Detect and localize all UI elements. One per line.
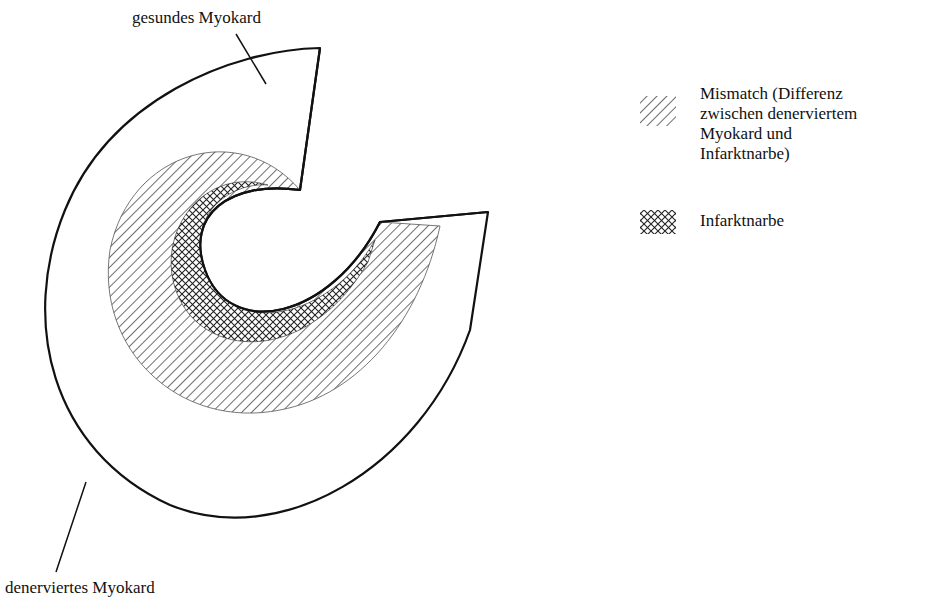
legend-entry: Mismatch (Differenz zwischen denervierte…: [700, 84, 880, 164]
leader-line: [236, 34, 266, 84]
leader-line: [56, 482, 86, 572]
part-label: denerviertes Myokard: [5, 578, 155, 598]
legend-swatch: [640, 210, 676, 234]
myocardium-outline: [45, 48, 488, 518]
mismatch-region: [108, 152, 440, 413]
legend-text: Infarktnarbe: [700, 211, 880, 231]
legend-entry: Infarktnarbe: [700, 211, 880, 231]
part-label: gesundes Myokard: [132, 8, 261, 28]
myocardium-inner-outline: [200, 48, 488, 312]
legend-text: Mismatch (Differenz zwischen denervierte…: [700, 84, 880, 164]
legend-swatch: [640, 96, 676, 126]
